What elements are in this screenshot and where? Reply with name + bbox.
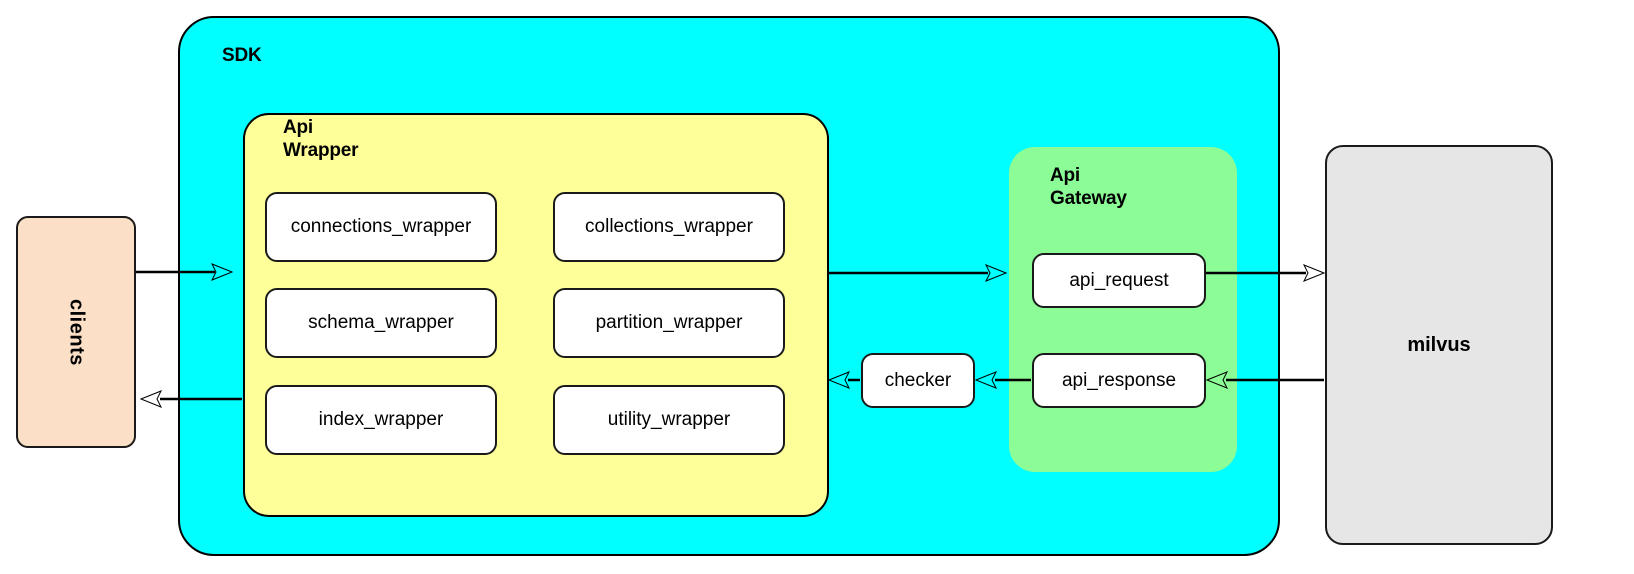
clients-box[interactable]: clients — [16, 216, 136, 448]
api-gateway-title: Api Gateway — [1050, 165, 1127, 210]
node-partition-wrapper[interactable]: partition_wrapper — [553, 288, 785, 358]
node-connections-wrapper[interactable]: connections_wrapper — [265, 192, 497, 262]
node-checker[interactable]: checker — [861, 353, 975, 408]
clients-label: clients — [65, 298, 88, 366]
node-collections-wrapper[interactable]: collections_wrapper — [553, 192, 785, 262]
sdk-title: SDK — [222, 45, 262, 66]
api-wrapper-title: Api Wrapper — [283, 117, 359, 162]
milvus-box[interactable]: milvus — [1325, 145, 1553, 545]
node-api-request[interactable]: api_request — [1032, 253, 1206, 308]
clients-label-holder: clients — [18, 218, 134, 446]
node-api-response[interactable]: api_response — [1032, 353, 1206, 408]
node-utility-wrapper[interactable]: utility_wrapper — [553, 385, 785, 455]
api-gateway-container[interactable] — [1009, 147, 1237, 472]
node-schema-wrapper[interactable]: schema_wrapper — [265, 288, 497, 358]
node-index-wrapper[interactable]: index_wrapper — [265, 385, 497, 455]
